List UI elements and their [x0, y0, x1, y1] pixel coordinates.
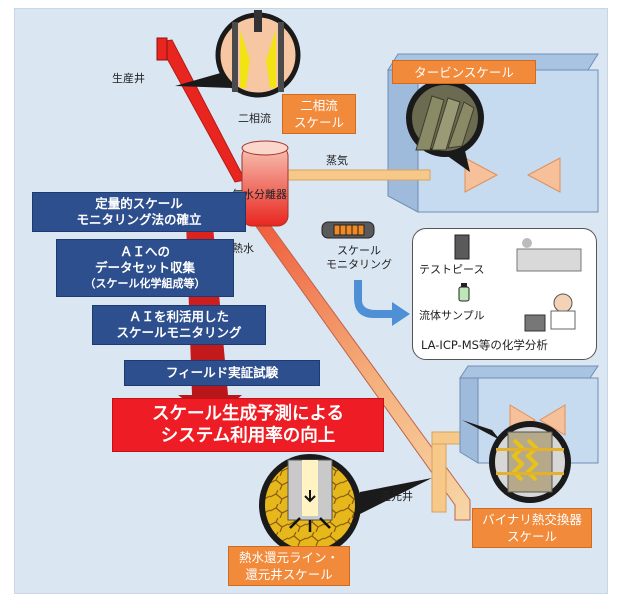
analysis-icons	[454, 234, 582, 332]
reinjection-magnifier	[259, 454, 432, 556]
two-phase-magnifier	[175, 10, 301, 98]
analysis-panel: テストピース 流体サンプル LA-ICP-MS等の化学分析	[412, 228, 597, 360]
reinjection-scale-line2: 還元井スケール	[245, 567, 333, 582]
step-2-line2: データセット収集	[94, 260, 195, 275]
test-piece-icon	[454, 234, 470, 260]
production-well-label: 生産井	[112, 72, 145, 85]
two-phase-scale-line1: 二相流	[300, 98, 338, 113]
goal-box: スケール生成予測による システム利用率の向上	[112, 398, 384, 452]
step-2-line3: （スケール化学組成等）	[84, 277, 206, 290]
scale-monitoring-line1: スケール	[337, 244, 381, 257]
reinjection-well-label: 還元井	[380, 490, 413, 503]
turbine-scale-text: タービンスケール	[414, 64, 514, 80]
separator	[241, 140, 289, 227]
fluid-sample-label: 流体サンプル	[419, 309, 485, 322]
binary-scale-line2: スケール	[506, 529, 557, 544]
step-2: ＡＩへの データセット収集 （スケール化学組成等）	[56, 239, 234, 297]
fluid-sample-icon	[458, 286, 470, 302]
step-1-line1: 定量的スケール	[95, 196, 183, 211]
goal-line2: システム利用率の向上	[160, 426, 336, 446]
goal-line1: スケール生成予測による	[152, 404, 344, 424]
binary-scale-line1: バイナリ熱交換器	[482, 512, 582, 527]
test-piece-label: テストピース	[419, 263, 485, 276]
analysis-arrow	[354, 280, 410, 326]
steam-label: 蒸気	[326, 154, 348, 167]
scientist-icon	[553, 293, 573, 313]
step-1: 定量的スケール モニタリング法の確立	[32, 192, 246, 232]
scale-monitoring-line2: モニタリング	[326, 258, 392, 271]
step-3-line1: ＡＩを利活用した	[128, 309, 229, 324]
analysis-label: LA-ICP-MS等の化学分析	[421, 338, 548, 352]
reinjection-scale-callout: 熱水還元ライン・ 還元井スケール	[228, 546, 350, 586]
monitoring-device	[321, 221, 375, 239]
step-3: ＡＩを利活用した スケールモニタリング	[92, 305, 266, 345]
step-4: フィールド実証試験	[124, 360, 320, 386]
scale-monitoring-label: スケール モニタリング	[326, 244, 392, 272]
binary-magnifier	[462, 420, 571, 503]
binary-scale-callout: バイナリ熱交換器 スケール	[472, 508, 592, 548]
wellhead	[156, 37, 168, 61]
steam-pipe	[281, 169, 431, 181]
step-2-line1: ＡＩへの	[119, 244, 170, 259]
reinjection-scale-line1: 熱水還元ライン・	[238, 550, 339, 565]
hot-water-label: 熱水	[232, 242, 254, 255]
two-phase-scale-callout: 二相流 スケール	[282, 94, 356, 134]
lab-equipment-icon	[516, 248, 582, 272]
step-1-line2: モニタリング法の確立	[76, 212, 202, 227]
step-3-line2: スケールモニタリング	[116, 325, 242, 340]
step-4-line1: フィールド実証試験	[165, 365, 279, 380]
turbine-scale-callout: タービンスケール	[392, 60, 536, 84]
two-phase-flow-label: 二相流	[238, 112, 271, 125]
two-phase-scale-line2: スケール	[293, 115, 344, 130]
